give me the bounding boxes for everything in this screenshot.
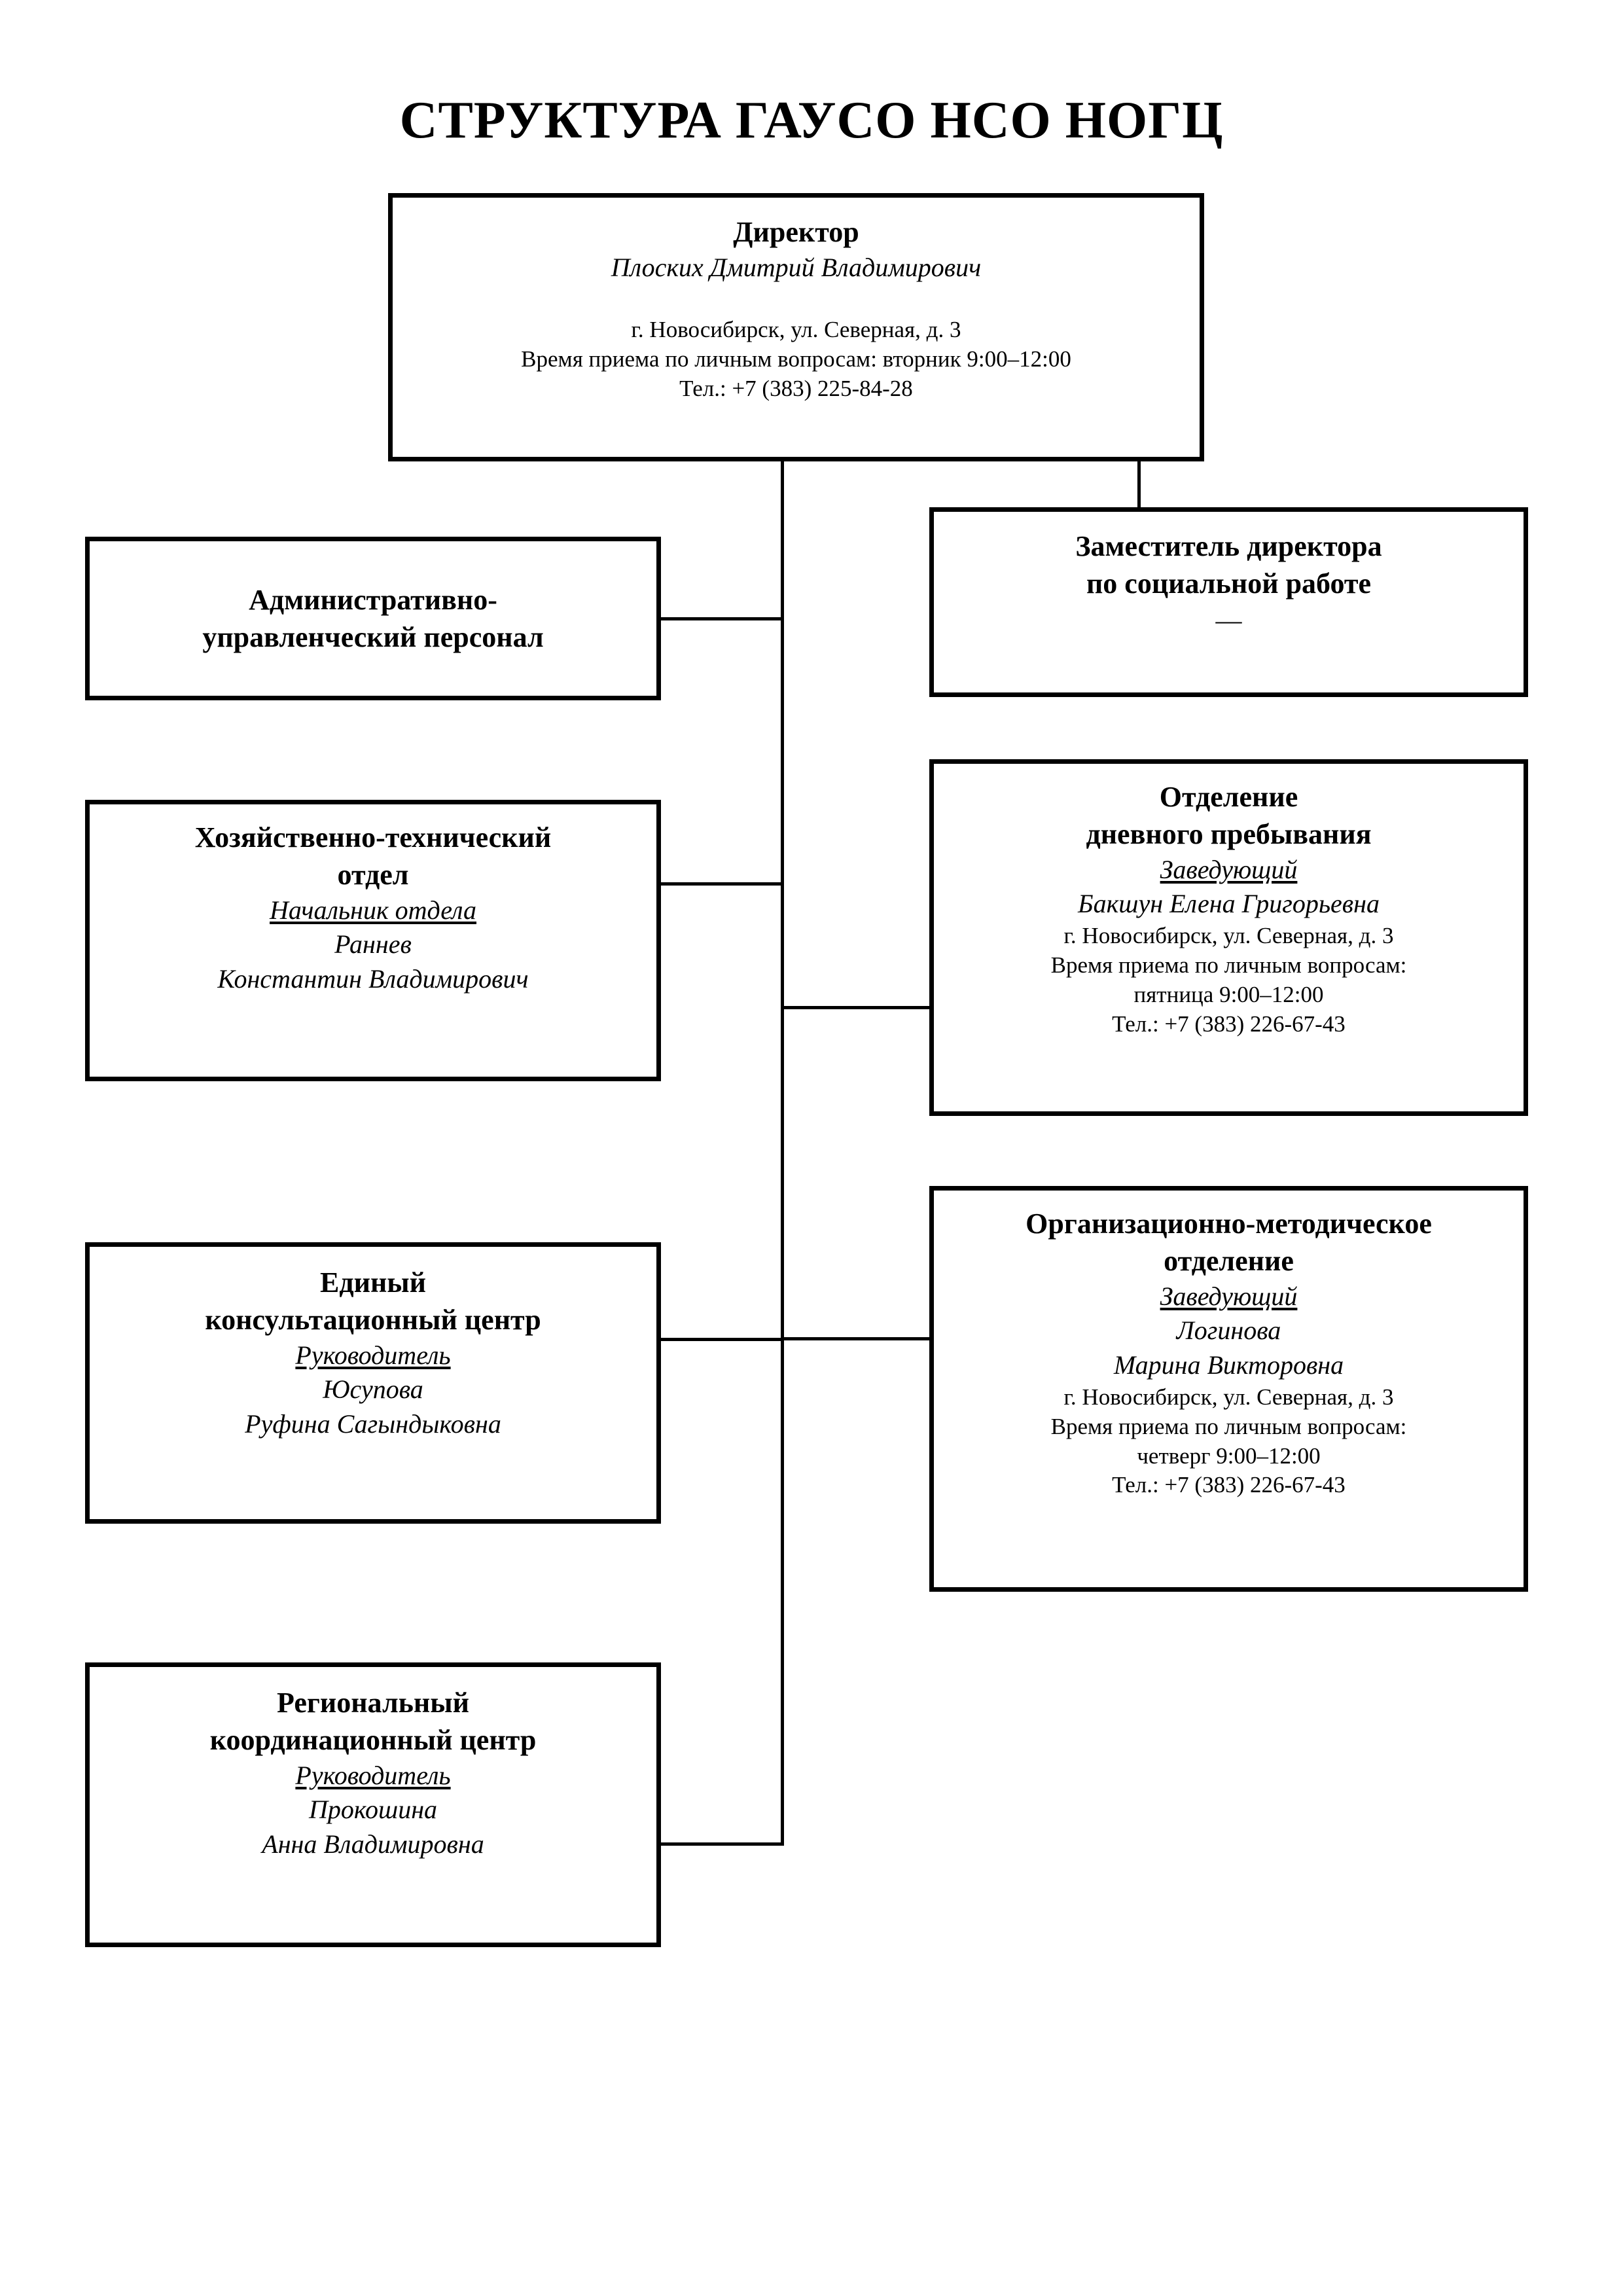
- dayvisit-phone: Тел.: +7 (383) 226-67-43: [1112, 1011, 1346, 1037]
- node-economic-technical-department[interactable]: Хозяйственно-технический отдел Начальник…: [85, 800, 661, 1081]
- deputy-title-line1: Заместитель директора: [1075, 530, 1382, 562]
- node-organizational-methodical-department[interactable]: Организационно-методическое отделение За…: [929, 1186, 1528, 1592]
- admin-title-line2: управленческий персонал: [202, 621, 544, 653]
- regional-person-line2: Анна Владимировна: [262, 1829, 484, 1859]
- orgmethod-reception-time: четверг 9:00–12:00: [1137, 1443, 1321, 1469]
- connector-trunk-to-economic: [658, 882, 784, 886]
- consult-title-line1: Единый: [319, 1266, 426, 1299]
- connector-trunk-to-consult: [658, 1338, 784, 1341]
- spacer: [404, 285, 1188, 315]
- connector-trunk-to-regional: [658, 1842, 784, 1846]
- dayvisit-person: Бакшун Елена Григорьевна: [1078, 889, 1380, 919]
- consult-role: Руководитель: [295, 1340, 451, 1371]
- orgmethod-address: г. Новосибирск, ул. Северная, д. 3: [1063, 1384, 1394, 1410]
- node-regional-coordination-center[interactable]: Региональный координационный центр Руков…: [85, 1662, 661, 1947]
- economic-person-line2: Константин Владимирович: [217, 964, 529, 994]
- deputy-title-line2: по социальной работе: [1086, 567, 1372, 600]
- consult-title-line2: консультационный центр: [205, 1304, 541, 1336]
- director-person: Плоских Дмитрий Владимирович: [611, 253, 982, 283]
- node-unified-consultation-center[interactable]: Единый консультационный центр Руководите…: [85, 1242, 661, 1524]
- node-day-stay-department[interactable]: Отделение дневного пребывания Заведующий…: [929, 759, 1528, 1116]
- economic-person-line1: Раннев: [334, 929, 412, 960]
- connector-trunk-to-admin: [658, 617, 784, 620]
- consult-person-line2: Руфина Сагындыковна: [245, 1409, 501, 1439]
- director-title: Директор: [733, 216, 859, 248]
- regional-role: Руководитель: [295, 1761, 451, 1791]
- node-deputy-director[interactable]: Заместитель директора по социальной рабо…: [929, 507, 1528, 697]
- orgmethod-phone: Тел.: +7 (383) 226-67-43: [1112, 1472, 1346, 1498]
- page-title: СТРУКТУРА ГАУСО НСО НОГЦ: [399, 92, 1224, 149]
- dayvisit-title-line2: дневного пребывания: [1086, 818, 1372, 851]
- orgmethod-person-line2: Марина Викторовна: [1113, 1350, 1344, 1380]
- node-administrative-personnel[interactable]: Административно- управленческий персонал: [85, 537, 661, 700]
- economic-title-line2: отдел: [337, 859, 409, 891]
- director-address: г. Новосибирск, ул. Северная, д. 3: [631, 316, 961, 342]
- orgmethod-person-line1: Логинова: [1176, 1316, 1281, 1346]
- connector-director-to-deputy: [1137, 458, 1141, 511]
- economic-title-line1: Хозяйственно-технический: [194, 821, 552, 853]
- connector-director-trunk: [781, 458, 784, 1846]
- economic-role: Начальник отдела: [270, 895, 476, 925]
- regional-person-line1: Прокошина: [308, 1795, 438, 1825]
- regional-title-line1: Региональный: [277, 1687, 469, 1719]
- director-phone: Тел.: +7 (383) 225-84-28: [679, 375, 913, 401]
- consult-person-line1: Юсупова: [323, 1374, 423, 1405]
- connector-trunk-to-orgmethod: [781, 1337, 933, 1340]
- orgmethod-title-line2: отделение: [1164, 1245, 1294, 1278]
- connector-trunk-to-dayvisit: [781, 1006, 933, 1009]
- orgmethod-reception-label: Время приема по личным вопросам:: [1050, 1413, 1407, 1439]
- node-director[interactable]: Директор Плоских Дмитрий Владимирович г.…: [388, 193, 1204, 461]
- dayvisit-address: г. Новосибирск, ул. Северная, д. 3: [1063, 923, 1394, 949]
- deputy-person: —: [1215, 605, 1242, 636]
- regional-title-line2: координационный центр: [209, 1724, 537, 1757]
- orgmethod-title-line1: Организационно-методическое: [1026, 1208, 1432, 1240]
- dayvisit-reception-label: Время приема по личным вопросам:: [1050, 952, 1407, 978]
- admin-title-line1: Административно-: [249, 583, 497, 616]
- dayvisit-role: Заведующий: [1160, 855, 1298, 885]
- orgmethod-role: Заведующий: [1160, 1282, 1298, 1312]
- director-reception: Время приема по личным вопросам: вторник…: [521, 346, 1071, 372]
- dayvisit-title-line1: Отделение: [1159, 781, 1298, 813]
- dayvisit-reception-time: пятница 9:00–12:00: [1133, 981, 1324, 1007]
